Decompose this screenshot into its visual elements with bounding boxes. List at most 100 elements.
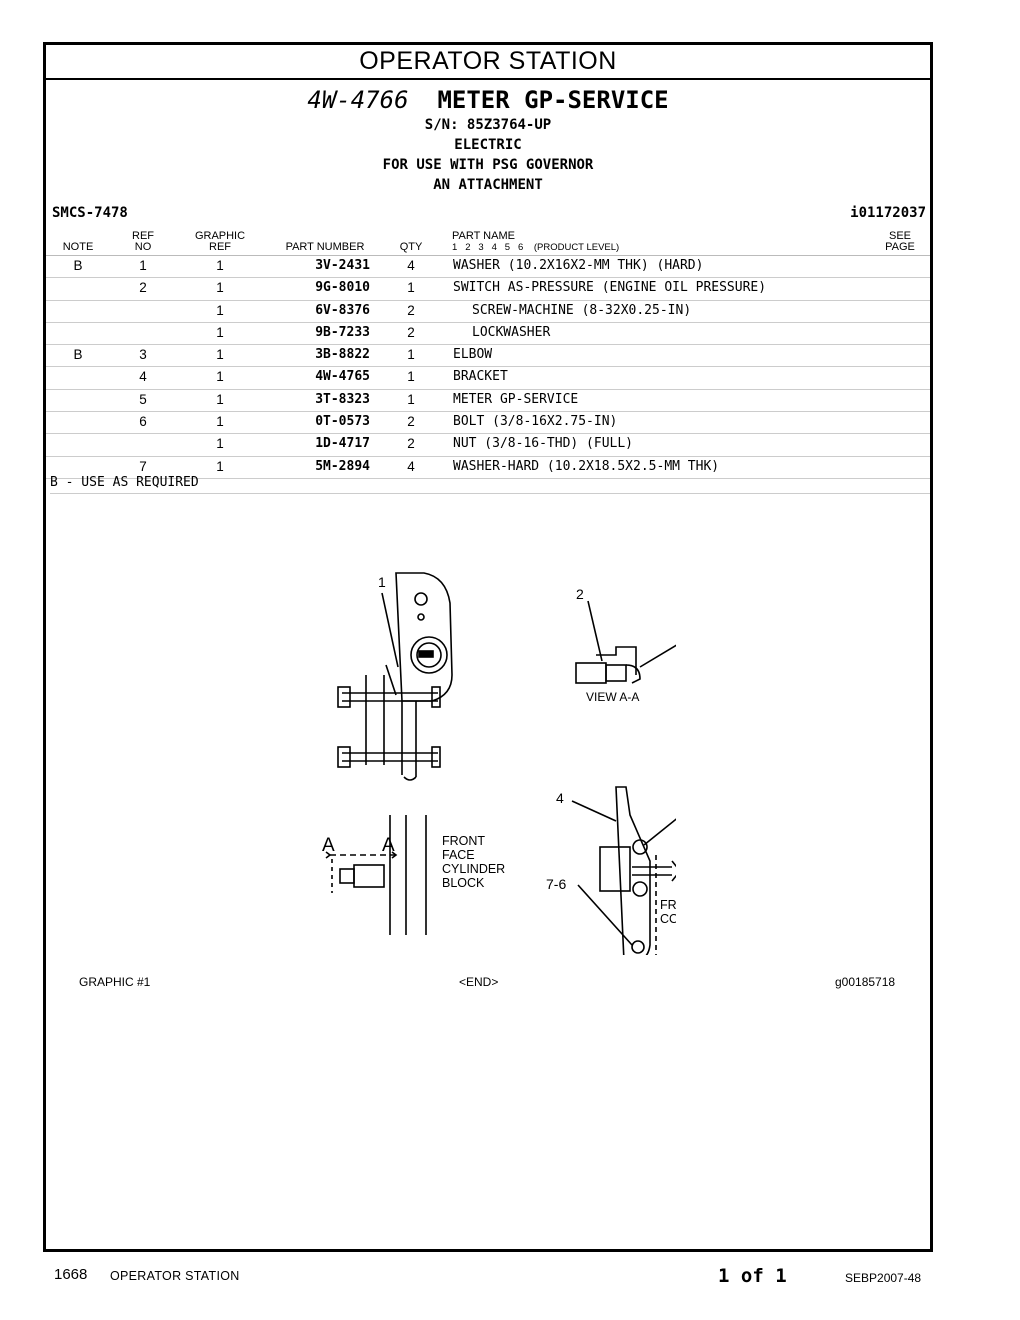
graphic-ref-cell: 1 bbox=[216, 458, 224, 474]
ref-no-cell: 6 bbox=[139, 414, 147, 430]
graphic-ref-cell: 1 bbox=[216, 391, 224, 407]
qty-cell: 1 bbox=[407, 369, 415, 385]
part-name-cell: LOCKWASHER bbox=[472, 324, 551, 340]
part-header: 4W-4766 METER GP-SERVICE S/N: 85Z3764-UP… bbox=[46, 85, 930, 195]
header-line-governor: FOR USE WITH PSG GOVERNOR bbox=[382, 157, 594, 173]
part-number-cell: 3T-8323 bbox=[315, 391, 370, 407]
header-serial: S/N: 85Z3764-UP bbox=[424, 117, 552, 133]
section-a-left: A bbox=[322, 835, 335, 856]
parts-illustration: 1 A A FRONT FACE CYLINDER BLOCK bbox=[322, 572, 676, 955]
front-cover-line1: FRONT bbox=[660, 898, 676, 912]
qty-cell: 1 bbox=[407, 391, 415, 407]
col-head-graphic: GRAPHIC bbox=[194, 230, 246, 242]
table-row: 5 1 3T-8323 1 METER GP-SERVICE bbox=[46, 390, 930, 413]
table-row: 2 1 9G-8010 1 SWITCH AS-PRESSURE (ENGINE OIL… bbox=[46, 278, 930, 301]
front-face-line4: BLOCK bbox=[442, 876, 485, 890]
footer-doc-id: SEBP2007-48 bbox=[845, 1271, 922, 1285]
col-head-ref: REF bbox=[132, 230, 154, 242]
col-head-part-name: PART NAME 1 2 3 4 5 6 (PRODUCT LEVEL) bbox=[452, 230, 619, 254]
front-face-line3: CYLINDER bbox=[442, 862, 505, 876]
header-title: 4W-4766 METER GP-SERVICE bbox=[46, 85, 930, 115]
part-number-cell: 6V-8376 bbox=[315, 302, 370, 318]
ref-no-cell: 1 bbox=[139, 258, 147, 273]
section-a-right: A bbox=[382, 835, 395, 856]
page-frame: OPERATOR STATION 4W-4766 METER GP-SERVIC… bbox=[43, 42, 933, 1252]
callout-2-label: 2 bbox=[576, 586, 584, 602]
callout-1: 1 bbox=[378, 574, 399, 668]
col-head-page: PAGE bbox=[885, 241, 915, 253]
info-reference: i01172037 bbox=[850, 205, 926, 221]
ref-no-cell: 2 bbox=[139, 280, 147, 296]
part-number-cell: 1D-4717 bbox=[315, 436, 370, 452]
col-head-graphic-ref: GRAPHIC REF bbox=[190, 231, 250, 253]
ref-no-cell: 3 bbox=[139, 347, 147, 363]
col-head-note: NOTE bbox=[62, 241, 94, 253]
footer-page-number: 1668 bbox=[54, 1266, 88, 1283]
part-number-cell: 9G-8010 bbox=[315, 280, 370, 296]
callout-4-label: 4 bbox=[556, 790, 564, 806]
ref-no-cell: 4 bbox=[139, 369, 147, 385]
part-name-cell: NUT (3/8-16-THD) (FULL) bbox=[453, 436, 634, 452]
part-number-cell: 5M-2894 bbox=[315, 458, 370, 474]
footnote: B - USE AS REQUIRED bbox=[50, 475, 930, 494]
part-number-cell: 9B-7233 bbox=[315, 324, 370, 340]
part-name-cell: WASHER (10.2X16X2-MM THK) (HARD) bbox=[453, 258, 704, 273]
callout-7-6-label: 7-6 bbox=[546, 876, 566, 892]
col-head-see-page: SEE PAGE bbox=[880, 231, 920, 253]
front-face-line2: FACE bbox=[442, 848, 475, 862]
graphic-ref-cell: 1 bbox=[216, 369, 224, 385]
graphic-ref-cell: 1 bbox=[216, 280, 224, 296]
cylinder-block-section: A A FRONT FACE CYLINDER BLOCK bbox=[322, 815, 505, 935]
header-line-attachment: AN ATTACHMENT bbox=[433, 177, 543, 193]
table-row: 4 1 4W-4765 1 BRACKET bbox=[46, 367, 930, 390]
header-line-electric: ELECTRIC bbox=[454, 137, 522, 153]
qty-cell: 4 bbox=[407, 258, 415, 273]
end-label: <END> bbox=[459, 975, 499, 989]
qty-cell: 2 bbox=[407, 324, 415, 340]
graphic-ref-cell: 1 bbox=[216, 347, 224, 363]
qty-cell: 1 bbox=[407, 280, 415, 296]
col-head-part-number: PART NUMBER bbox=[285, 241, 365, 253]
qty-cell: 2 bbox=[407, 414, 415, 430]
part-number-cell: 4W-4765 bbox=[315, 369, 370, 385]
part-name-cell: WASHER-HARD (10.2X18.5X2.5-MM THK) bbox=[453, 458, 720, 474]
part-name-cell: BOLT (3/8-16X2.75-IN) bbox=[453, 414, 618, 430]
view-a-a: 2 3 VIEW A-A bbox=[575, 586, 676, 704]
graphic-label: GRAPHIC #1 bbox=[79, 975, 151, 989]
table-row: 7 1 5M-2894 4 WASHER-HARD (10.2X18.5X2.5-MM … bbox=[46, 457, 930, 479]
qty-cell: 4 bbox=[407, 458, 415, 474]
ref-no-cell: 7 bbox=[139, 458, 147, 474]
part-name-cell: BRACKET bbox=[453, 369, 508, 385]
front-face-line1: FRONT bbox=[442, 834, 485, 848]
part-number-cell: 3V-2431 bbox=[315, 258, 370, 273]
header-part-name: METER GP-SERVICE bbox=[437, 86, 669, 114]
header-part-number: 4W-4766 bbox=[307, 86, 409, 114]
footer-section: OPERATOR STATION bbox=[110, 1269, 240, 1283]
col-head-see: SEE bbox=[888, 230, 911, 242]
col-head-gref: REF bbox=[209, 241, 231, 253]
part-name-cell: ELBOW bbox=[453, 347, 493, 363]
front-cover-line2: COVER bbox=[660, 912, 676, 926]
col-head-part-name-label: PART NAME bbox=[452, 230, 515, 242]
graphic-ref-cell: 1 bbox=[216, 302, 224, 318]
smcs-code: SMCS-7478 bbox=[52, 205, 128, 221]
table-row: 1 9B-7233 2 LOCKWASHER bbox=[46, 323, 930, 346]
meter-bracket-assembly bbox=[337, 572, 453, 781]
part-name-cell: METER GP-SERVICE bbox=[453, 391, 579, 407]
graphic-ref-cell: 1 bbox=[216, 436, 224, 452]
qty-cell: 2 bbox=[407, 302, 415, 318]
part-name-cell: SWITCH AS-PRESSURE (ENGINE OIL PRESSURE) bbox=[453, 280, 767, 296]
footer-page-of: 1 of 1 bbox=[718, 1265, 787, 1287]
parts-table: B 1 1 3V-2431 4 WASHER (10.2X16X2-MM THK) (HA… bbox=[46, 256, 930, 479]
graphic-ref-cell: 1 bbox=[216, 324, 224, 340]
note-cell: B bbox=[73, 258, 83, 273]
qty-cell: 1 bbox=[407, 347, 415, 363]
ref-no-cell: 5 bbox=[139, 391, 147, 407]
part-number-cell: 0T-0573 bbox=[315, 414, 370, 430]
section-title: OPERATOR STATION bbox=[46, 45, 930, 80]
